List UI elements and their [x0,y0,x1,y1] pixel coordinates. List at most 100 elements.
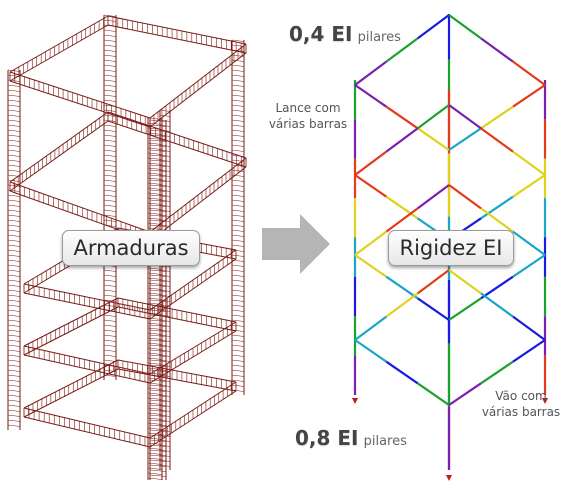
rebar-line-189 [231,229,245,232]
rebar-line-855 [149,204,167,207]
rebar-line-194 [231,254,245,257]
rebar-line-981 [159,454,171,457]
rebar-line-899 [149,424,167,427]
rebar-line-881 [149,334,167,337]
frame-member-44 [417,104,450,130]
rebar-line-906 [149,459,167,462]
frame-member-61 [512,230,546,256]
frame-member-42 [480,105,514,130]
rebar-line-909 [149,474,167,477]
frame-member-48 [480,127,514,153]
rebar-line-903 [149,444,167,447]
rebar-line-172 [231,144,245,147]
rebar-line-876 [149,309,167,312]
rebar-line-5 [7,84,21,87]
rebar-line-21 [7,164,21,167]
rebar-line-81 [103,39,117,42]
rebar-line-216 [231,364,245,367]
rebar-line-128 [103,274,117,277]
rebar-line-106 [103,164,117,167]
rebar-line-846 [149,159,167,162]
rebar-line-133 [103,299,117,302]
rebar-line-137 [103,319,117,322]
rebar-line-41 [7,264,21,267]
rebar-line-893 [149,394,167,397]
rebar-line-165 [231,109,245,112]
rebar-line-919 [159,144,171,147]
rebar-line-878 [149,319,167,322]
rebar-line-856 [149,209,167,212]
rebar-line-971 [159,404,171,407]
rebar-line-886 [149,359,167,362]
rebar-line-87 [103,69,117,72]
rebar-line-66 [7,389,21,392]
rebar-line-857 [149,214,167,217]
rebar-line-30 [7,209,21,212]
rebar-line-958 [159,339,171,342]
rebar-line-706 [23,345,151,375]
rebar-line-103 [103,149,117,152]
rebar-line-890 [149,379,167,382]
top-ei-label: 0,4 EI pilares [289,22,401,46]
rebar-line-84 [103,54,117,57]
rebar-line-131 [103,289,117,292]
rebar-line-163 [231,99,245,102]
frame-member-74 [354,339,387,363]
rebar-line-8 [7,99,21,102]
vao-note-line1: Vão com [495,389,547,403]
rebar-line-948 [159,289,171,292]
rebar-line-93 [103,99,117,102]
rebar-line-140 [103,334,117,337]
frame-member-78 [480,360,514,385]
rigidity-frame-model [352,14,548,481]
rebar-line-96 [103,114,117,117]
rebar-line-879 [149,324,167,327]
rebar-line-134 [103,304,117,307]
frame-member-69 [385,292,419,318]
rebar-line-905 [149,454,167,457]
rebar-line-90 [103,84,117,87]
frame-member-51 [385,195,419,220]
rebar-line-65 [7,384,21,387]
frame-member-33 [385,37,419,63]
rebar-line-53 [7,324,21,327]
rebar-line-935 [159,224,171,227]
frame-member-39 [385,105,419,130]
support-marker-2 [542,398,548,404]
rebar-line-192 [231,244,245,247]
rebar-line-193 [231,249,245,252]
rebar-line-929 [159,194,171,197]
vao-note: Vão com várias barras [474,388,568,420]
rebar-line-34 [7,229,21,232]
rebar-line-69 [7,404,21,407]
rebar-line-965 [159,374,171,377]
frame-member-32 [417,14,450,40]
rebar-line-947 [159,284,171,287]
rebar-line-43 [7,274,21,277]
rebar-line-44 [7,279,21,282]
rebar-line-111 [103,189,117,192]
rebar-line-55 [7,334,21,337]
rebar-line-11 [7,114,21,117]
rebar-line-64 [7,379,21,382]
frame-member-72 [480,292,514,318]
rebar-line-955 [159,324,171,327]
frame-member-67 [448,297,482,321]
rebar-line-440 [107,120,247,168]
rebar-line-188 [231,224,245,227]
rebar-line-73 [7,424,21,427]
rebar-line-100 [103,134,117,137]
rebar-line-204 [231,304,245,307]
rebar-line-14 [7,129,21,132]
rebar-line-946 [159,279,171,282]
rebar-line-13 [7,124,21,127]
rebar-line-873 [149,294,167,297]
frame-member-64 [417,297,450,321]
rebar-line-110 [103,184,117,187]
rebar-line-949 [159,294,171,297]
rebar-line-920 [159,149,171,152]
frame-member-54 [480,195,514,220]
rebar-line-35 [7,234,21,237]
rebar-line-926 [159,179,171,182]
rebar-line-63 [7,374,21,377]
